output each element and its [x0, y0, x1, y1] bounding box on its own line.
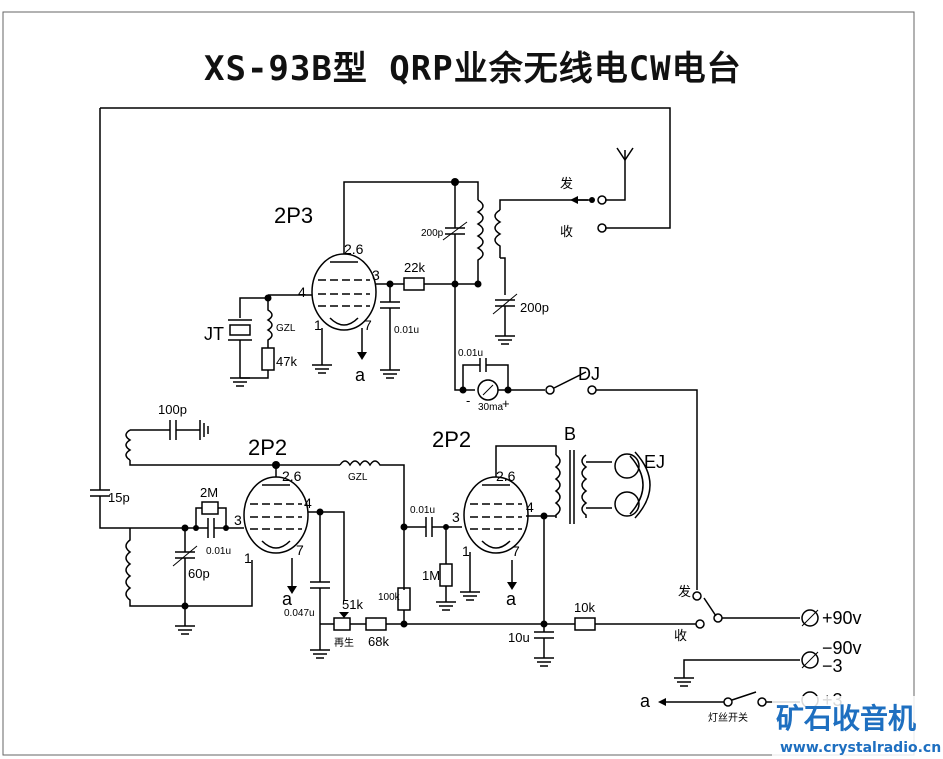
resistor-100k: [397, 587, 411, 611]
pin-label: 1: [314, 317, 322, 333]
regen-pot-51k: [333, 617, 351, 631]
supply-minus3: −3: [822, 656, 843, 676]
filament-a-bottom: a: [640, 691, 651, 711]
supply-minus90: −90v: [822, 638, 862, 658]
output-transformer-secondary: [581, 454, 588, 518]
meter-minus: -: [466, 393, 470, 408]
c0047-label: 0.047u: [284, 608, 315, 619]
schematic-title: XS-93B型 QRP业余无线电CW电台: [204, 49, 742, 89]
pin-label: 4: [298, 284, 306, 300]
pin-label: 4: [526, 499, 534, 515]
page-border: [2, 11, 915, 756]
r2m-label: 2M: [200, 485, 218, 500]
terminal-minus90: [801, 651, 819, 669]
pin-label: 2.6: [282, 468, 302, 484]
tank-top-wire: [455, 181, 479, 200]
crystal-jt: [229, 324, 251, 336]
switch-tx2-label: 发: [678, 584, 691, 599]
filament-a-right: a: [506, 589, 517, 609]
pin-label: 1: [462, 543, 470, 559]
pin-label: 7: [364, 317, 372, 333]
filament-switch-label: 灯丝开关: [708, 711, 748, 724]
tube-2p2-right: [463, 476, 529, 554]
plate-wire: [343, 181, 455, 254]
pin-label: 7: [296, 542, 304, 558]
r100k-label: 100k: [378, 592, 401, 603]
gzl-top-label: GZL: [276, 323, 296, 334]
switch-rx-label: 收: [560, 224, 573, 239]
c100p-label: 100p: [158, 402, 187, 417]
tube-2p2-left: [243, 476, 309, 554]
resistor-1m: [439, 563, 453, 587]
tube-2p2-right-label: 2P2: [432, 427, 471, 452]
output-transformer-primary: [554, 454, 561, 518]
headphone-right: [614, 491, 640, 517]
r47k-label: 47k: [276, 354, 297, 369]
regen-label: 再生: [334, 636, 354, 649]
c001-meter-label: 0.01u: [458, 348, 483, 359]
c001-grid-label: 0.01u: [206, 546, 231, 557]
c200p-b-label: 200p: [520, 300, 549, 315]
resistor-68k: [365, 617, 387, 631]
r1m-label: 1M: [422, 568, 440, 583]
r22k-label: 22k: [404, 260, 425, 275]
c10u-label: 10u: [508, 630, 530, 645]
pin-label: 3: [372, 267, 380, 283]
switch-rx2-label: 收: [674, 628, 687, 643]
r51k-label: 51k: [342, 597, 363, 612]
c60p-label: 60p: [188, 566, 210, 581]
tank-coil: [476, 199, 484, 285]
filament-a-top: a: [355, 365, 366, 385]
gzl-mid-label: GZL: [348, 472, 368, 483]
resistor-22k: [403, 277, 425, 291]
top-loop-wire: [100, 107, 671, 229]
resistor-47k: [261, 347, 275, 371]
transformer-label: B: [564, 424, 576, 444]
meter-plus: +: [502, 396, 510, 411]
filament-switch: [731, 691, 757, 701]
resistor-10k: [574, 617, 596, 631]
headphone-left: [614, 453, 640, 479]
resistor-2m: [201, 501, 219, 515]
tube-2p2-left-label: 2P2: [248, 435, 287, 460]
meter-label: 30ma: [478, 402, 503, 413]
watermark-url: www.crystalradio.cn: [780, 740, 941, 756]
c001-couple-label: 0.01u: [410, 505, 435, 516]
pin-label: 3: [452, 509, 460, 525]
ej-label: EJ: [644, 452, 665, 472]
supply-plus90: +90v: [822, 608, 862, 628]
pin-label: 2.6: [344, 241, 364, 257]
pin-label: 1: [244, 550, 252, 566]
dj-label: DJ: [578, 364, 600, 384]
r10k-label: 10k: [574, 600, 595, 615]
filament-a-left: a: [282, 589, 293, 609]
tube-2p3-label: 2P3: [274, 203, 313, 228]
c200p-a-label: 200p: [421, 228, 444, 239]
morse-key-dj: [553, 371, 587, 389]
pin-label: 2.6: [496, 468, 516, 484]
jt-label: JT: [204, 324, 224, 344]
c001-top-label: 0.01u: [394, 325, 419, 336]
pin-label: 7: [512, 543, 520, 559]
r68k-label: 68k: [368, 634, 389, 649]
watermark-logo: 矿石收音机: [776, 702, 916, 735]
link-coil: [494, 209, 502, 258]
c15p-label: 15p: [108, 490, 130, 505]
switch-tx-label: 发: [560, 176, 573, 191]
pin-label: 4: [304, 495, 312, 511]
pin-label: 3: [234, 512, 242, 528]
terminal-plus90: [801, 609, 819, 627]
